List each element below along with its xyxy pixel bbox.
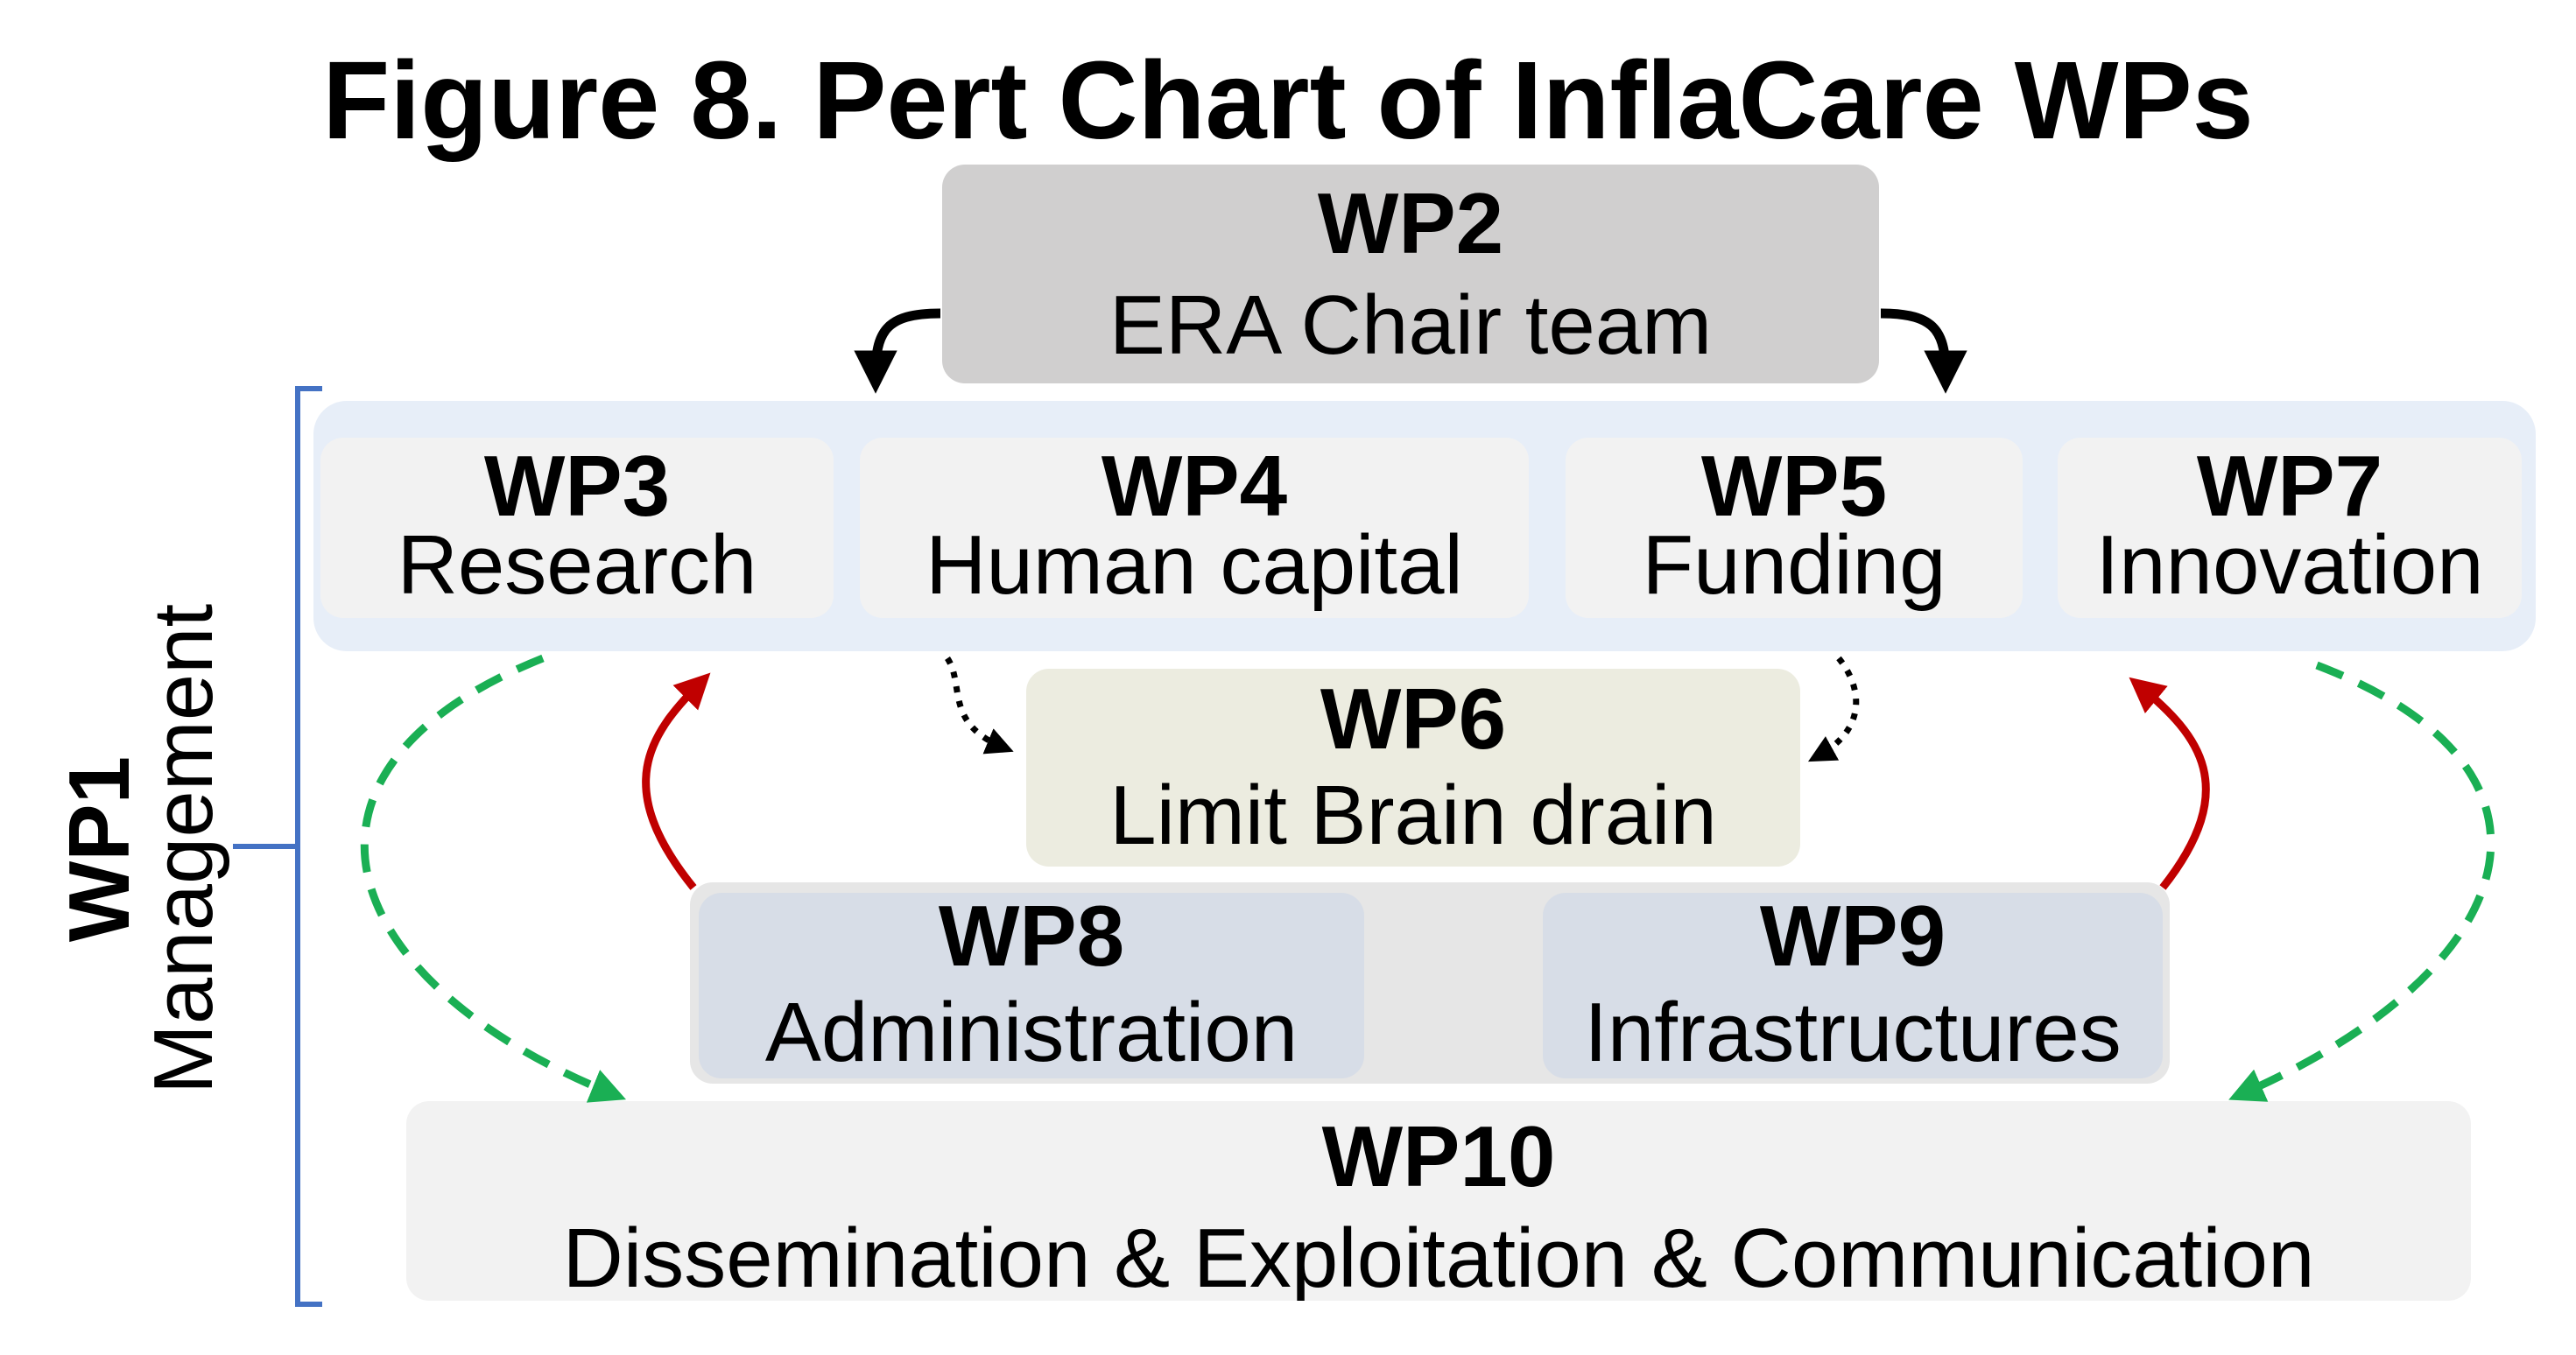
wp8-box[interactable]: WP8 Administration xyxy=(699,893,1364,1078)
wp9-name: Infrastructures xyxy=(1584,986,2122,1078)
wp3-box[interactable]: WP3 Research xyxy=(320,438,834,618)
wp3-id: WP3 xyxy=(483,438,671,534)
wp9-box[interactable]: WP9 Infrastructures xyxy=(1543,893,2163,1078)
wp4-box[interactable]: WP4 Human capital xyxy=(860,438,1529,618)
arrow-wp4-to-wp6 xyxy=(944,656,1014,755)
wp6-id: WP6 xyxy=(1320,670,1507,767)
wp7-box[interactable]: WP7 Innovation xyxy=(2058,438,2522,618)
wp3-name: Research xyxy=(397,518,757,612)
wp7-id: WP7 xyxy=(2196,438,2383,534)
arrow-wp2-to-wp7 xyxy=(1880,308,1967,394)
wp8-id: WP8 xyxy=(938,893,1125,984)
wp2-name: ERA Chair team xyxy=(1109,278,1713,372)
arrow-wp3-to-wp10 xyxy=(360,654,627,1103)
wp1-id: WP1 xyxy=(51,755,147,943)
arrow-wp9-to-wp7 xyxy=(2129,677,2210,890)
wp6-box[interactable]: WP6 Limit Brain drain xyxy=(1026,669,1800,867)
wp1-bracket xyxy=(233,386,322,1307)
arrow-wp8-to-wp3 xyxy=(642,672,711,890)
wp5-box[interactable]: WP5 Funding xyxy=(1566,438,2023,618)
arrow-wp2-to-wp3 xyxy=(854,308,941,394)
wp7-name: Innovation xyxy=(2095,518,2484,612)
wp8-name: Administration xyxy=(764,986,1299,1078)
wp5-id: WP5 xyxy=(1700,438,1888,534)
wp10-id: WP10 xyxy=(1321,1108,1556,1204)
wp10-name: Dissemination & Exploitation & Communica… xyxy=(562,1211,2315,1301)
wp10-box[interactable]: WP10 Dissemination & Exploitation & Comm… xyxy=(406,1101,2471,1301)
wp2-box[interactable]: WP2 ERA Chair team xyxy=(942,165,1879,383)
wp6-name: Limit Brain drain xyxy=(1109,769,1717,862)
arrow-wp5-to-wp6 xyxy=(1807,656,1860,762)
figure-title: Figure 8. Pert Chart of InflaCare WPs xyxy=(322,39,2254,162)
wp1-name: Management xyxy=(137,603,230,1095)
wp2-id: WP2 xyxy=(1317,175,1504,271)
wp9-id: WP9 xyxy=(1759,893,1946,984)
wp5-name: Funding xyxy=(1642,518,1946,612)
wp4-name: Human capital xyxy=(926,518,1463,612)
wp1-label: WP1 Management xyxy=(51,569,230,1129)
arrow-wp7-to-wp10 xyxy=(2228,661,2495,1102)
wp4-id: WP4 xyxy=(1101,438,1288,534)
